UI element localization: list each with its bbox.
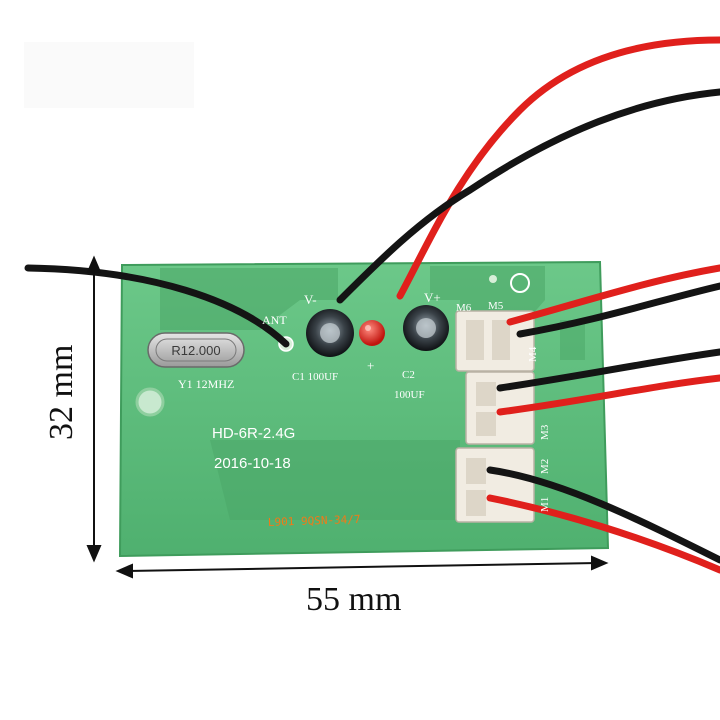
red-led	[359, 320, 385, 346]
height-dimension-label: 32 mm	[43, 345, 80, 440]
v-minus-label: V-	[304, 292, 317, 307]
m3-label: M3	[539, 424, 551, 440]
cap2-label: C2	[402, 369, 415, 381]
crystal-marking: R12.000	[171, 343, 220, 358]
connector-m3-m4	[465, 371, 535, 445]
capacitor-c2	[403, 305, 449, 351]
dimension-height-arrow	[86, 255, 102, 563]
wires	[24, 36, 720, 574]
silkscreen-labels: ANT V- V+ + C1 100UF C2 100UF Y1 12MHZ M…	[178, 290, 551, 529]
m2-label: M2	[539, 459, 551, 474]
ant-label: ANT	[262, 313, 287, 327]
m5-label: M5	[488, 300, 504, 312]
width-dimension-label: 55 mm	[306, 581, 401, 618]
cap2-value: 100UF	[394, 389, 425, 401]
m6-label: M6	[456, 302, 472, 314]
crystal-oscillator: R12.000	[147, 332, 245, 368]
led-plus-label: +	[367, 358, 374, 373]
cap1-label: C1 100UF	[292, 371, 338, 383]
connector-m1-m2	[455, 447, 535, 523]
v-plus-label: V+	[424, 290, 441, 305]
connector-m5-m6	[455, 310, 535, 372]
m1-label: M1	[539, 497, 551, 512]
crystal-label: Y1 12MHZ	[178, 377, 234, 391]
batch-code: L901 9QSN-34/7	[268, 513, 361, 529]
white-label-patch	[24, 42, 194, 108]
dimension-width-arrow	[115, 555, 609, 579]
board-model: HD-6R-2.4G	[212, 425, 295, 442]
m4-label: M4	[527, 346, 539, 362]
board-date: 2016-10-18	[214, 455, 291, 472]
capacitor-c1	[306, 309, 354, 357]
